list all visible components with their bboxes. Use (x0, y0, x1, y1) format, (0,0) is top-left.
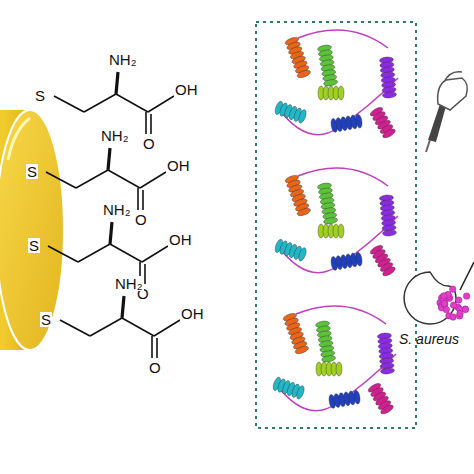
bond (54, 96, 84, 112)
atom-label: OH (168, 232, 193, 247)
bond (46, 172, 76, 188)
atom-label: OH (180, 306, 205, 321)
atom-label: S (34, 88, 46, 103)
bond (90, 318, 122, 336)
bond (48, 246, 78, 262)
bond (108, 148, 110, 170)
bond (116, 72, 118, 94)
chemical-bonds (46, 72, 180, 358)
atom-label: S (40, 312, 52, 327)
atom-label: S (28, 238, 40, 253)
connector-line (460, 262, 474, 290)
atom-label: NH₂ (114, 276, 144, 291)
bond (145, 112, 147, 134)
bond (140, 172, 166, 188)
bond (154, 320, 180, 336)
bond (142, 190, 144, 210)
atom-label: OH (166, 158, 191, 173)
bond (108, 170, 140, 188)
gold-electrode (0, 110, 64, 350)
bond (156, 338, 158, 358)
atom-label: NH₂ (108, 52, 138, 67)
bond (122, 318, 154, 336)
dotted-frame (256, 22, 416, 428)
bond (148, 96, 174, 112)
atom-label: NH₂ (102, 202, 132, 217)
bond (151, 336, 153, 358)
protein-structures (272, 30, 398, 415)
bond (76, 170, 108, 188)
bond (116, 94, 148, 112)
atom-label: NH₂ (100, 128, 130, 143)
atom-label: OH (174, 82, 199, 97)
pipette-icon (426, 72, 467, 152)
bond (122, 296, 124, 318)
atom-label: O (148, 360, 162, 375)
bond (60, 320, 90, 336)
atom-label: S (26, 164, 38, 179)
organism-label: S. aureus (398, 332, 460, 346)
bond (144, 264, 146, 284)
atom-label: O (134, 212, 148, 227)
atom-label: O (142, 136, 156, 151)
droplet (404, 272, 470, 324)
bond (110, 222, 112, 244)
bond (110, 244, 142, 262)
bond (78, 244, 110, 262)
bond (137, 188, 139, 210)
bond (150, 114, 152, 134)
bond (142, 246, 168, 262)
bond (84, 94, 116, 112)
